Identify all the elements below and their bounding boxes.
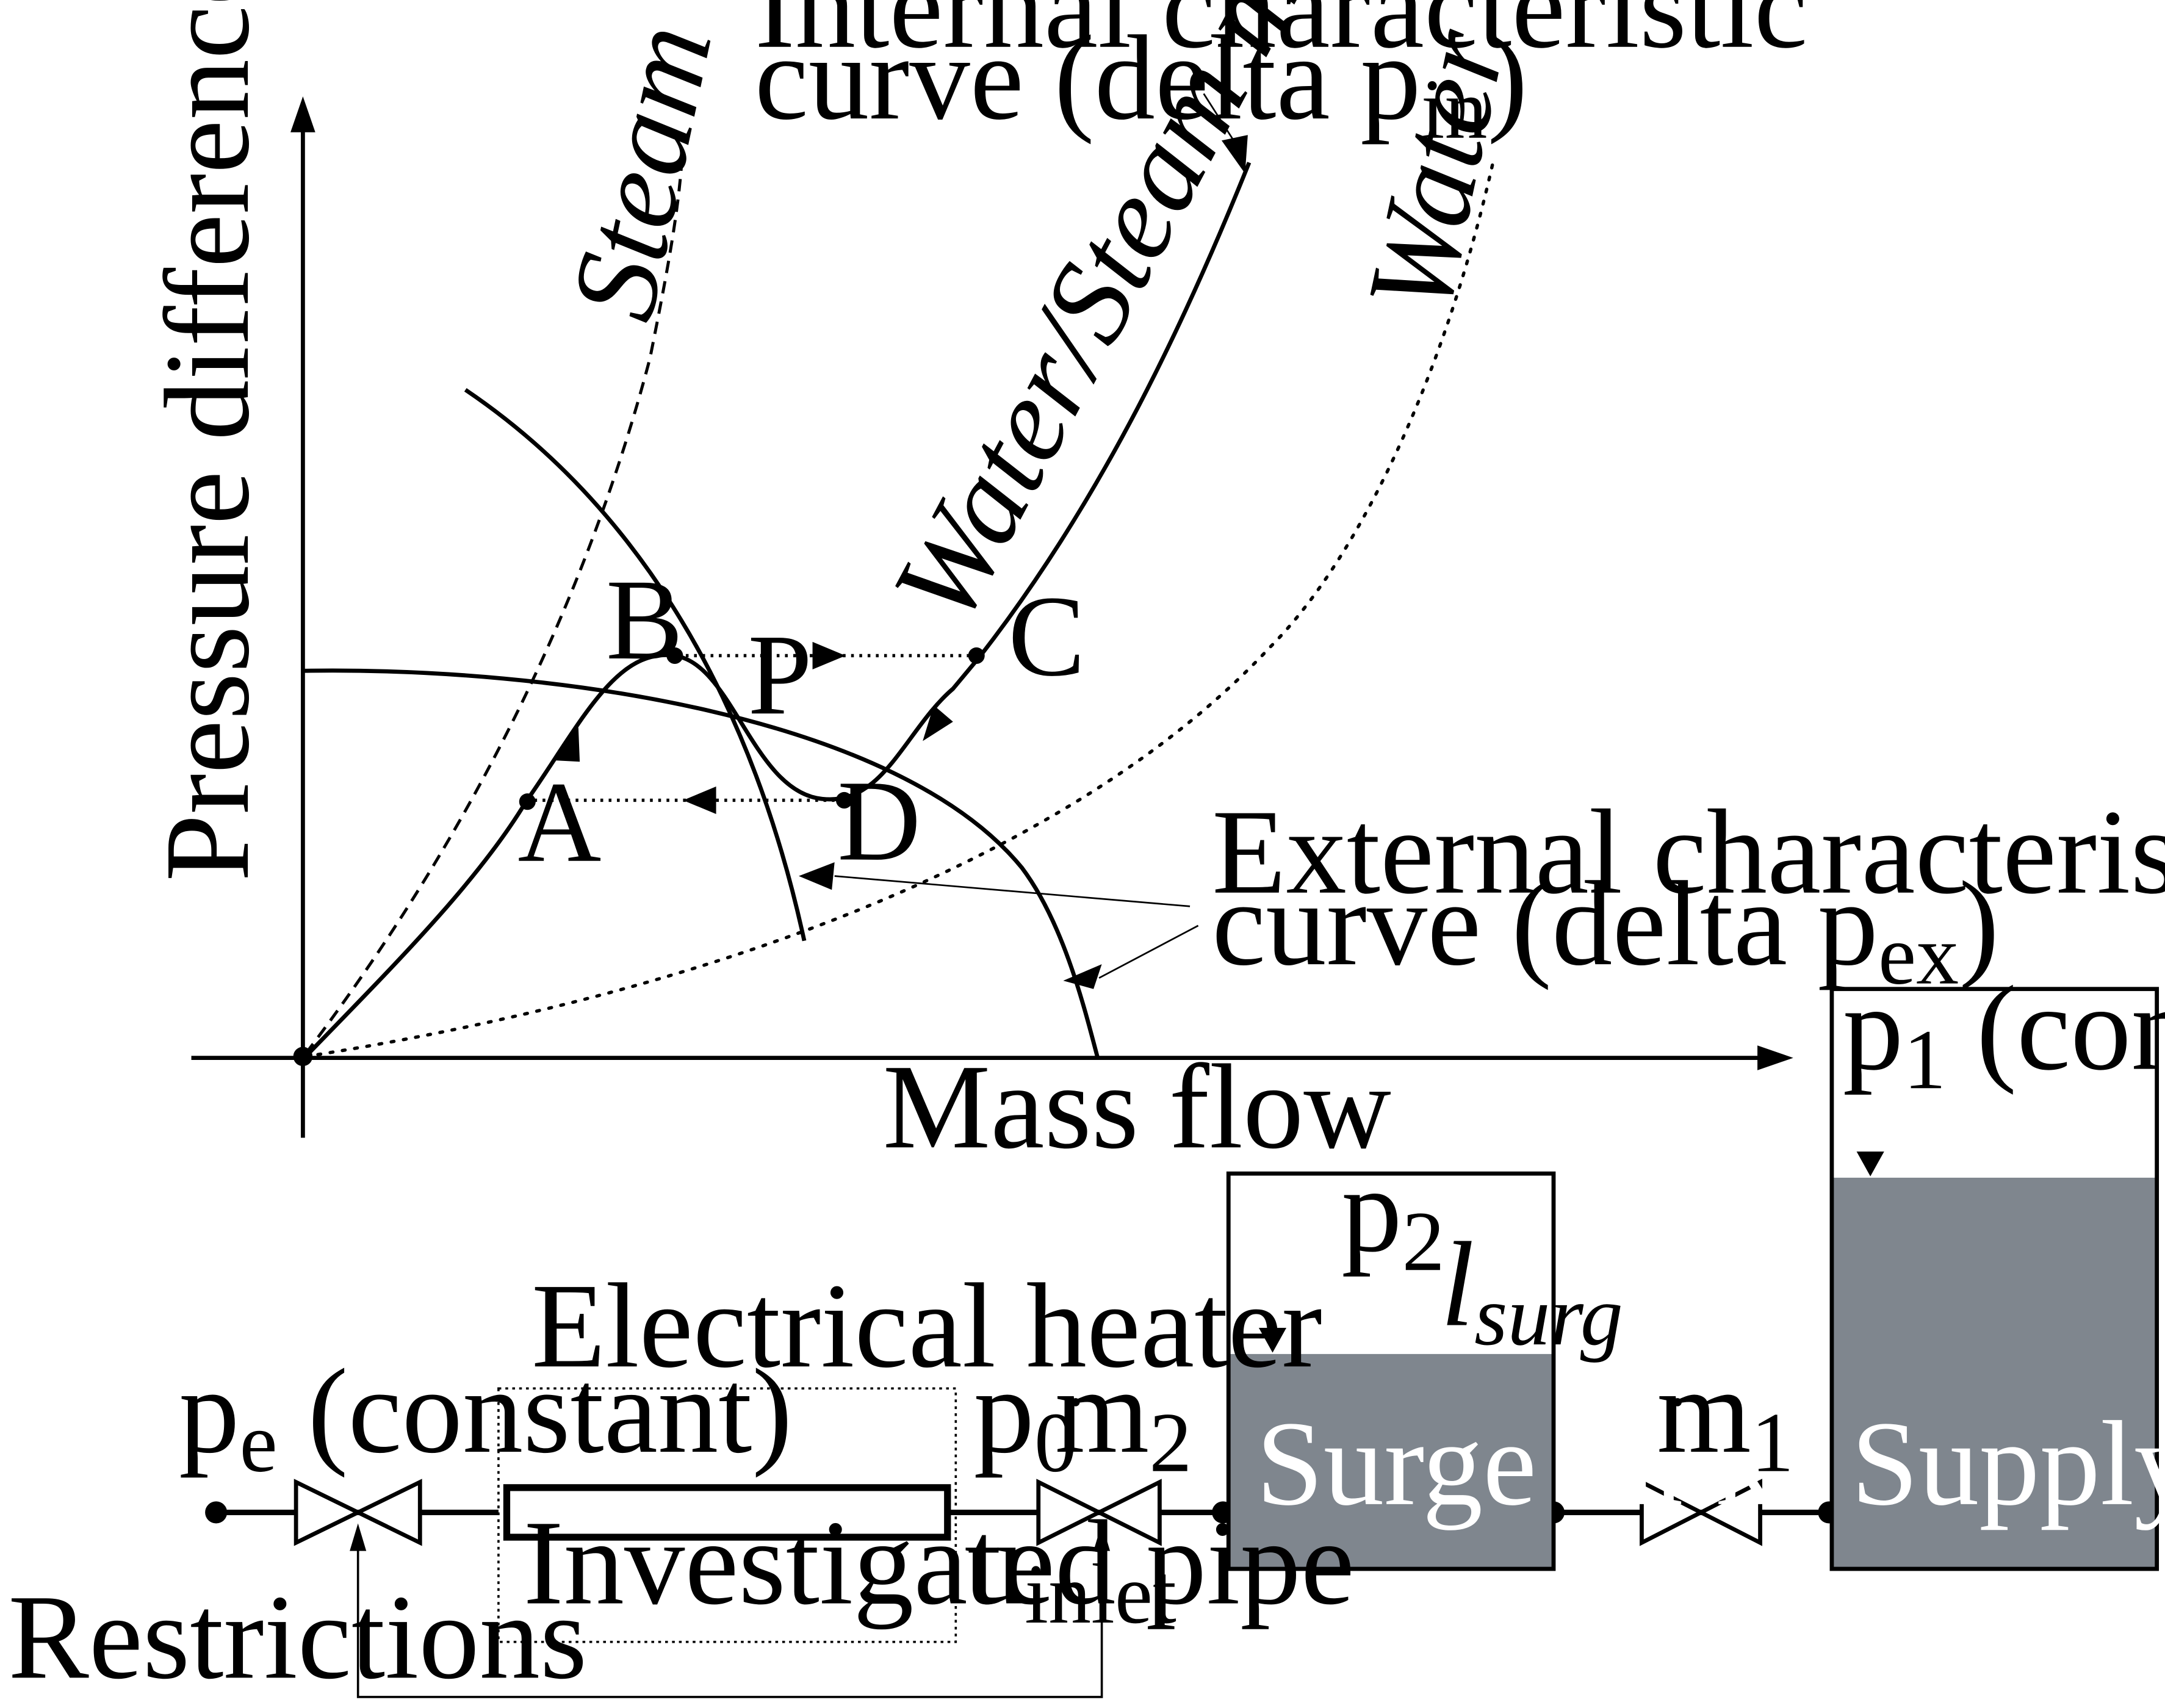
arrowhead-a-b	[553, 727, 580, 762]
steam-curve-label: Steam	[544, 13, 737, 331]
surge-tank-label: Surge tank	[1256, 1396, 1776, 1530]
steam-curve	[304, 162, 683, 1055]
pipe-label: Investigated pipe	[524, 1495, 1355, 1629]
supply-level-marker	[1856, 1151, 1884, 1177]
restrictions-label: Restrictions	[8, 1569, 587, 1704]
x-axis-arrow	[1757, 1045, 1793, 1070]
water-curve	[304, 160, 1495, 1059]
electrical-heater-box	[497, 1387, 957, 1643]
m2-label: m2	[1055, 1344, 1192, 1490]
arrowhead-flat-curve	[1063, 964, 1102, 989]
arrowhead-steep-curve	[799, 862, 835, 890]
external-curve-title-line2: curve (delta pex)	[1212, 856, 1999, 1003]
arrowhead-d-a	[683, 786, 716, 815]
p2-label: p2	[1341, 1143, 1444, 1289]
tank-connection-valve	[1640, 1479, 1762, 1546]
p0-label: p0	[974, 1344, 1077, 1490]
svg-text:m1: m1	[1657, 1344, 1793, 1490]
supply-tank-liquid	[1831, 1177, 2157, 1569]
point-p-label: P	[747, 611, 812, 739]
point-c-label: C	[1008, 572, 1085, 701]
surge-tank-liquid	[1228, 1353, 1554, 1569]
external-curve-flat	[303, 668, 1100, 1059]
investigated-pipe	[503, 1484, 951, 1541]
m1-label: m1	[1657, 1344, 1793, 1490]
x-axis-label: Mass flow	[883, 1039, 1391, 1173]
point-c-marker	[968, 647, 985, 664]
external-curve-leader-2	[1098, 924, 1199, 979]
p1-label: p1 (constant)	[1843, 961, 2165, 1108]
origin-point	[293, 1047, 313, 1067]
mixture-curve	[304, 162, 1252, 1058]
point-b-label: B	[606, 556, 683, 684]
internal-curve-leader	[1203, 93, 1236, 144]
arrowhead-c-d	[923, 705, 953, 741]
arrowhead-b-c	[812, 641, 846, 670]
point-b-marker	[666, 647, 683, 664]
external-curve-title-line1: External characteristic	[1212, 785, 2165, 919]
supply-tank	[1829, 987, 2160, 1571]
external-curve-leader-1	[834, 875, 1191, 907]
internal-curve-title-line1: Internal characteristic	[755, 0, 1808, 73]
surge-tank	[1226, 1171, 1556, 1571]
external-curve-steep	[464, 387, 807, 942]
lsurg-label: lsurg	[1441, 1217, 1623, 1363]
arrowhead-internal-curve	[1221, 135, 1248, 174]
restriction-valve-2	[1036, 1479, 1162, 1546]
test-loop-schematic: pe (constant) Electrical heater Investig…	[8, 961, 2165, 1704]
surge-level-marker	[1258, 1327, 1287, 1353]
restrictions-arrow-2	[1093, 1523, 1111, 1551]
point-d-label: D	[837, 757, 921, 885]
internal-curve-title-line2: curve (delta pin)	[755, 10, 1528, 157]
y-axis-arrow	[290, 96, 315, 132]
svg-text:m2: m2	[1055, 1344, 1192, 1490]
point-d-marker	[835, 791, 853, 809]
pe-label: pe (constant)	[179, 1344, 792, 1490]
pipeline-inlet-node	[205, 1501, 228, 1524]
restrictions-leader	[356, 1546, 1103, 1698]
supply-tank-label: Supply tank	[1851, 1396, 2165, 1530]
heater-label: Electrical heater	[531, 1258, 1322, 1393]
point-a-marker	[519, 793, 536, 810]
u-inlet-label: uinlet	[964, 1495, 1176, 1641]
restrictions-arrow-1	[350, 1523, 367, 1551]
y-axis-label: Pressure difference (p2-pe)	[140, 0, 286, 882]
restriction-valve-1	[294, 1479, 422, 1546]
point-a-label: A	[518, 759, 602, 887]
